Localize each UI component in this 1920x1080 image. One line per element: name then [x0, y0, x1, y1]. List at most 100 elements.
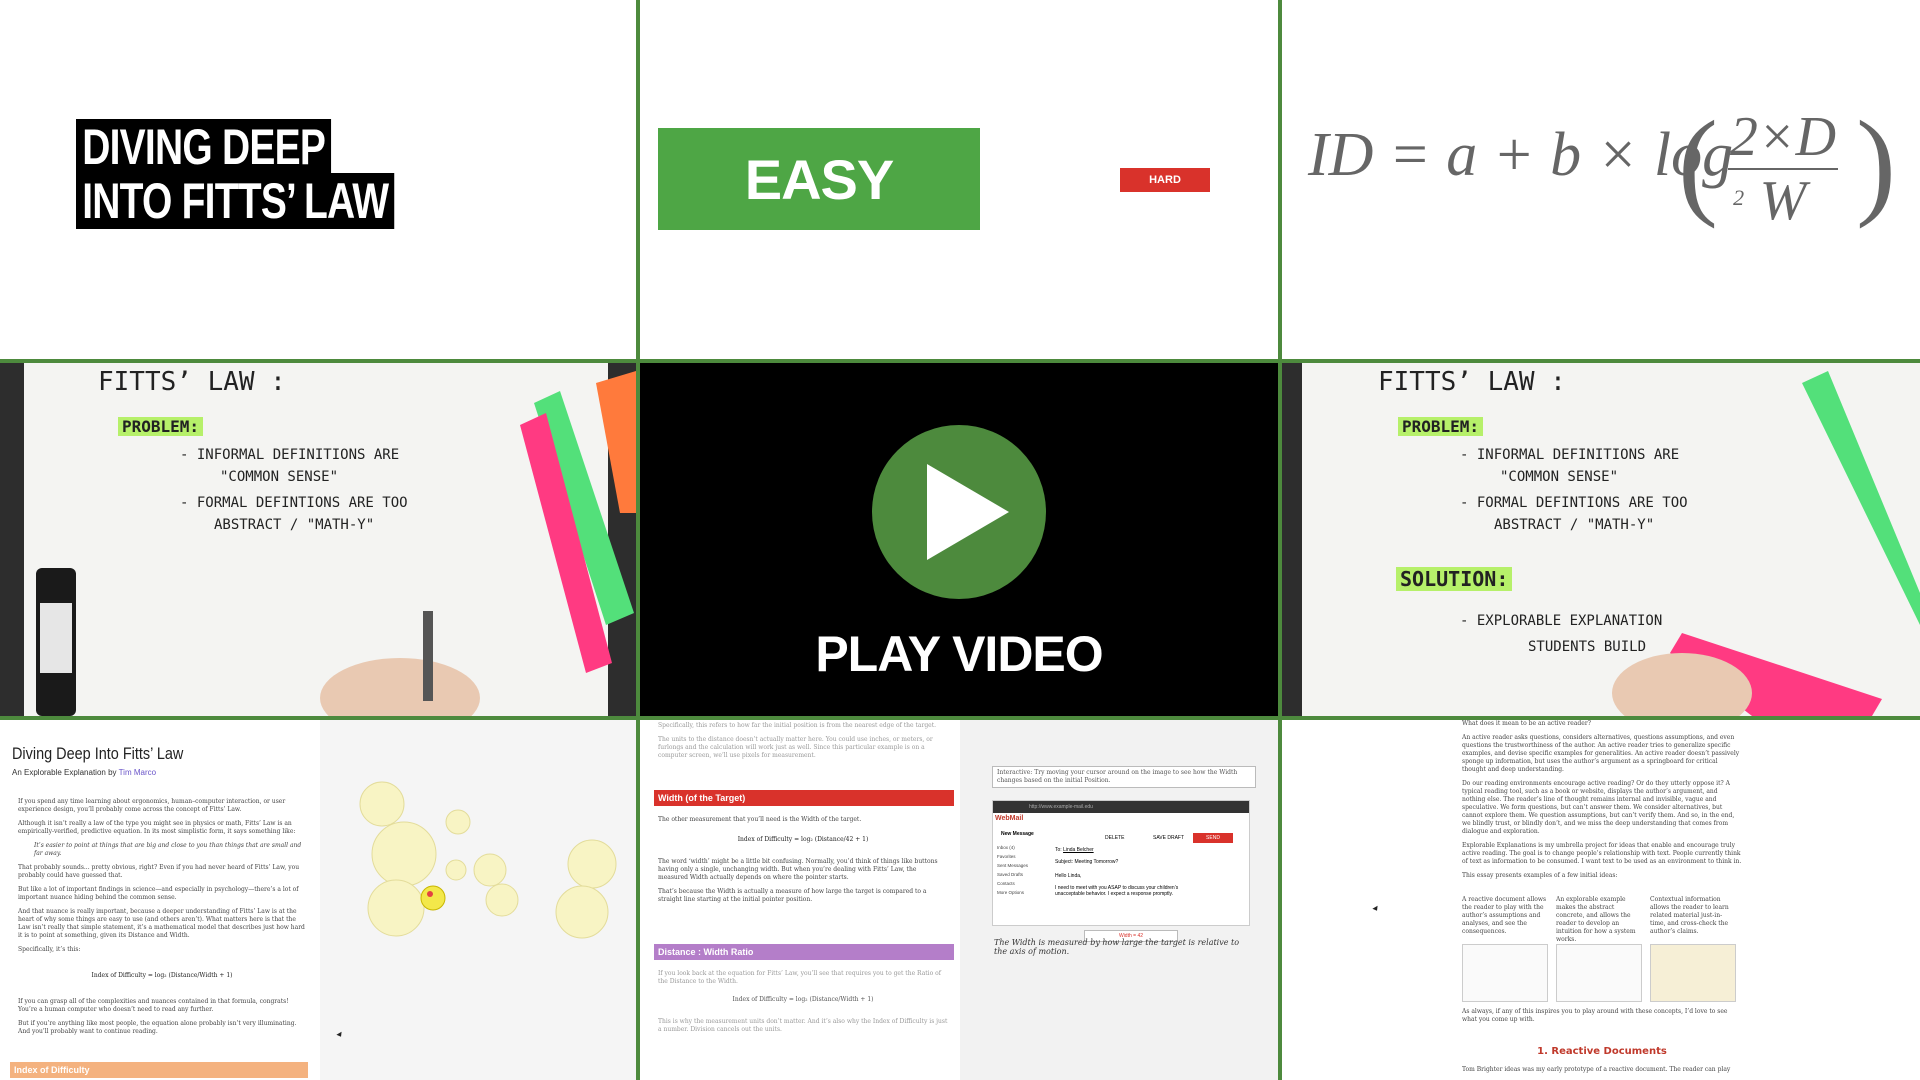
- play-button[interactable]: [872, 425, 1046, 599]
- whiteboard-solution-tile[interactable]: FITTS’ LAW : PROBLEM: - INFORMAL DEFINIT…: [1282, 363, 1920, 716]
- article-width-tile[interactable]: Specifically, this refers to how far the…: [640, 720, 1278, 1080]
- paragraph: This is why the measurement units don’t …: [658, 1018, 948, 1033]
- paragraph: Specifically, this refers to how far the…: [658, 722, 937, 729]
- paragraph: Do our reading environments encourage ac…: [1462, 780, 1735, 835]
- article-active-reader-tile[interactable]: What does it mean to be an active reader…: [1282, 720, 1920, 1080]
- hand: [320, 658, 480, 716]
- wb-point-1: - INFORMAL DEFINITIONS ARE: [180, 447, 400, 463]
- btn-send[interactable]: SEND: [1193, 833, 1233, 843]
- btn-delete[interactable]: DELETE: [1105, 835, 1125, 841]
- folder-item[interactable]: Inbox (4): [997, 845, 1015, 850]
- board-edge-left: [0, 363, 24, 716]
- wb-problem: PROBLEM:: [118, 417, 204, 436]
- webmail-logo: WebMail: [995, 815, 1024, 822]
- btn-save-draft[interactable]: SAVE DRAFT: [1153, 835, 1185, 841]
- title-card-tile[interactable]: DIVING DEEP INTO FITTS’ LAW: [0, 0, 636, 359]
- section-index-of-difficulty: Index of Difficulty: [10, 1062, 308, 1078]
- course-title: DIVING DEEP INTO FITTS’ LAW: [76, 119, 484, 231]
- section-heading: 1. Reactive Documents: [1537, 1046, 1667, 1057]
- fitts-formula: ID = a + b × log2 ( 2×D W ): [1308, 96, 1896, 232]
- target-circle[interactable]: [473, 853, 507, 887]
- article-body: If you spend any time learning about erg…: [18, 798, 306, 1042]
- right-paren: ): [1856, 96, 1896, 229]
- article-title: Diving Deep Into Fitts’ Law: [12, 744, 184, 763]
- greeting: Hello Linda,: [1055, 873, 1082, 879]
- width-caption: The Width is measured by how large the t…: [994, 938, 1240, 956]
- markers-illustration: [36, 371, 636, 716]
- wb2-point-2b: ABSTRACT / "MATH-Y": [1494, 517, 1655, 533]
- paragraph: The units to the distance doesn’t actual…: [658, 736, 933, 759]
- formula-tile[interactable]: ID = a + b × log2 ( 2×D W ): [1282, 0, 1920, 359]
- paragraph: The word ‘width’ might be a little bit c…: [658, 858, 938, 881]
- target-circle[interactable]: [555, 885, 609, 939]
- new-message-button[interactable]: New Message: [1001, 831, 1034, 837]
- target-circle[interactable]: [359, 781, 405, 827]
- target-circle[interactable]: [485, 883, 519, 917]
- paragraph: What does it mean to be an active reader…: [1462, 720, 1591, 727]
- pointer-dot: [427, 891, 433, 897]
- article-intro-tile[interactable]: Diving Deep Into Fitts’ Law An Explorabl…: [0, 720, 636, 1080]
- black-marker-label: [40, 603, 72, 673]
- paragraph: If you spend any time learning about erg…: [18, 798, 286, 813]
- folder-item[interactable]: Sent Messages: [997, 863, 1029, 868]
- folder-item[interactable]: Favorites: [997, 854, 1016, 859]
- whiteboard-tile[interactable]: FITTS’ LAW : PROBLEM: - INFORMAL DEFINIT…: [0, 363, 636, 716]
- play-icon: [927, 464, 1009, 560]
- title-line-1: DIVING DEEP: [76, 119, 332, 175]
- target-circle[interactable]: [445, 809, 471, 835]
- target-circle[interactable]: [445, 859, 467, 881]
- easy-hard-tile[interactable]: EASY HARD: [640, 0, 1278, 359]
- paragraph: Explorable Explanations is my umbrella p…: [1462, 842, 1742, 865]
- paragraph: If you can grasp all of the complexities…: [18, 998, 289, 1013]
- pink-highlighter-2: [1670, 633, 1882, 716]
- author-link[interactable]: Tim Marco: [118, 768, 157, 777]
- to-row: To: Linda Belcher: [1055, 847, 1094, 853]
- orange-highlighter: [596, 371, 636, 513]
- equation: Index of Difficulty = log₂ (Distance/Wid…: [732, 996, 874, 1003]
- title-line-2: INTO FITTS’ LAW: [76, 173, 395, 229]
- explorable-thumbnail[interactable]: [1556, 944, 1642, 1002]
- play-video-label[interactable]: PLAY VIDEO: [815, 626, 1103, 682]
- hard-target: HARD: [1120, 168, 1210, 192]
- formula-lhs: ID: [1308, 121, 1374, 189]
- target-circle[interactable]: [367, 879, 425, 937]
- folder-item[interactable]: More Options: [997, 890, 1025, 895]
- wb2-solution-1b: STUDENTS BUILD: [1528, 639, 1647, 655]
- contextual-thumbnail[interactable]: [1650, 944, 1736, 1002]
- column-reactive: A reactive document allows the reader to…: [1462, 896, 1547, 935]
- equation: Index of Difficulty = log₂ (Distance/Wid…: [91, 972, 233, 979]
- paragraph-reactive: Tom Brighter ideas was my early prototyp…: [1462, 1066, 1731, 1073]
- folder-item[interactable]: Contacts: [997, 881, 1015, 886]
- target-circle[interactable]: [567, 839, 617, 889]
- paragraph: And that nuance is really important, bec…: [18, 908, 305, 939]
- wb2-point-1: - INFORMAL DEFINITIONS ARE: [1460, 447, 1680, 463]
- email-body: I need to meet with you ASAP to discuss …: [1055, 885, 1179, 897]
- play-video-tile[interactable]: PLAY VIDEO: [640, 363, 1278, 716]
- equation: Index of Difficulty = log₂ (Distance/42 …: [737, 836, 869, 843]
- board-edge-left-2: [1282, 363, 1302, 716]
- browser-url-bar[interactable]: http://www.example-mail.edu: [993, 801, 1249, 813]
- target-circle[interactable]: [371, 821, 437, 887]
- reactive-thumbnail[interactable]: [1462, 944, 1548, 1002]
- active-target-circle[interactable]: [420, 885, 446, 911]
- folder-list: Inbox (4) Favorites Sent Messages Saved …: [997, 843, 1028, 897]
- paragraph: That probably sounds... pretty obvious, …: [18, 864, 300, 879]
- pink-highlighter: [520, 413, 612, 673]
- easy-target: EASY: [658, 128, 980, 230]
- interactive-hint: Interactive: Try moving your cursor arou…: [992, 766, 1256, 788]
- paragraph: But like a lot of important findings in …: [18, 886, 299, 901]
- article2-ratio-body: If you look back at the equation for Fit…: [658, 970, 948, 1040]
- column-explorable: An explorable example makes the abstract…: [1556, 896, 1636, 943]
- folder-item[interactable]: Saved Drafts: [997, 872, 1024, 877]
- wb2-point-1b: "COMMON SENSE": [1500, 469, 1619, 485]
- webmail-window[interactable]: http://www.example-mail.edu WebMail New …: [992, 800, 1250, 926]
- green-highlighter: [534, 391, 634, 625]
- circle-targets-visualization[interactable]: [340, 780, 630, 960]
- mouse-cursor: [1372, 905, 1380, 913]
- paragraph: But if you’re anything like most people,…: [18, 1020, 297, 1035]
- article-byline: An Explorable Explanation by Tim Marco: [12, 768, 157, 777]
- whiteboard-surface-2: [1282, 363, 1920, 716]
- article2-top: Specifically, this refers to how far the…: [658, 722, 948, 766]
- markers-illustration-2: [1612, 371, 1920, 716]
- paragraph: The other measurement that you’ll need i…: [658, 816, 862, 823]
